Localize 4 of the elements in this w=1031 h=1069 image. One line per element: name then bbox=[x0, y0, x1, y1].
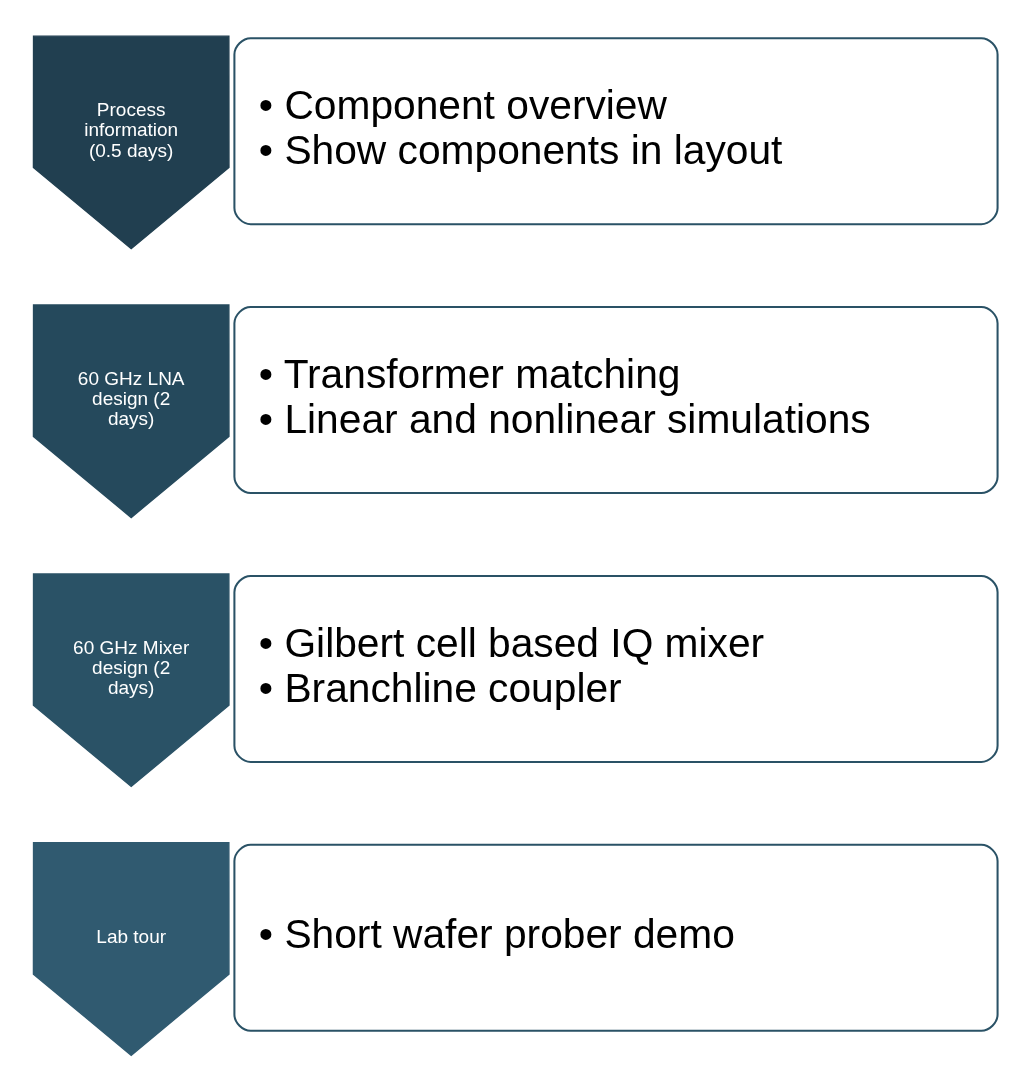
node-box: • Short wafer prober demo bbox=[233, 843, 999, 1032]
node-box: • Transformer matching • Linear and nonlinear simulations bbox=[233, 306, 999, 495]
node-box: • Gilbert cell based IQ mixer • Branchline coupler bbox=[233, 574, 999, 763]
node-box: • Component overview • Show components in layout bbox=[233, 37, 999, 226]
